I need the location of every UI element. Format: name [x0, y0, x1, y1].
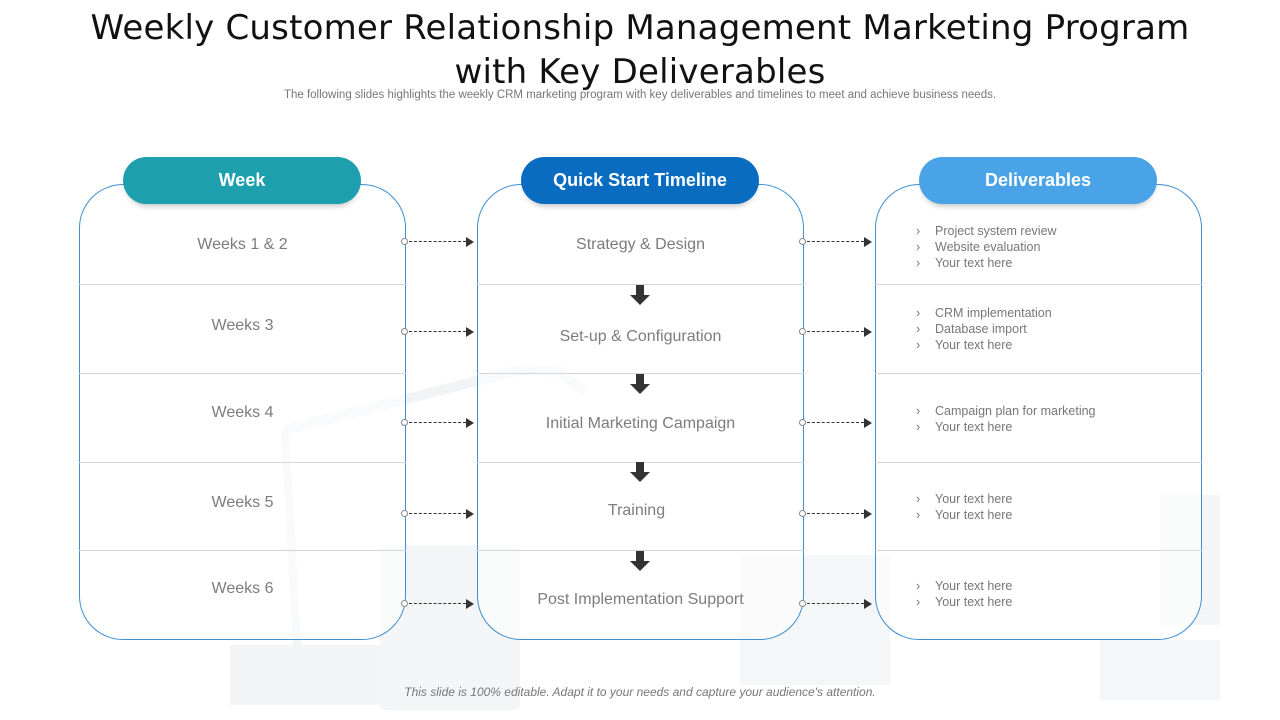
row-divider — [477, 550, 804, 551]
phase-label: Initial Marketing Campaign — [545, 415, 736, 432]
list-item: ›Your text here — [916, 256, 1013, 270]
chevron-right-icon: › — [916, 306, 921, 320]
list-item: ›Your text here — [916, 338, 1013, 352]
row-divider — [477, 284, 804, 285]
week-label: Weeks 5 — [211, 494, 274, 511]
week-header: Week — [123, 157, 361, 204]
week-label: Weeks 4 — [211, 404, 274, 421]
connector-arrow-icon — [401, 509, 474, 519]
phase-label: Post Implementation Support — [537, 591, 744, 608]
deliverables-header: Deliverables — [919, 157, 1157, 204]
week-label: Weeks 3 — [211, 317, 274, 334]
list-item: ›Your text here — [916, 492, 1013, 506]
list-item: ›Your text here — [916, 579, 1013, 593]
page-title: Weekly Customer Relationship Management … — [90, 8, 1190, 92]
week-label: Weeks 6 — [211, 580, 274, 597]
connector-arrow-icon — [401, 418, 474, 428]
deliverables-column — [875, 184, 1202, 640]
deliverables-list: ›Campaign plan for marketing ›Your text … — [914, 403, 1194, 435]
deliverables-list: ›Your text here ›Your text here — [914, 491, 1194, 523]
down-arrow-icon — [630, 285, 650, 307]
chevron-right-icon: › — [916, 240, 921, 254]
deliverables-list: ›CRM implementation ›Database import ›Yo… — [914, 305, 1194, 353]
chevron-right-icon: › — [916, 595, 921, 609]
phase-label: Set-up & Configuration — [559, 328, 722, 345]
row-divider — [477, 373, 804, 374]
connector-arrow-icon — [799, 599, 872, 609]
footer-note: This slide is 100% editable. Adapt it to… — [404, 685, 876, 699]
list-item: ›Campaign plan for marketing — [916, 404, 1096, 418]
row-divider — [79, 462, 406, 463]
phase-label: Strategy & Design — [576, 236, 705, 253]
connector-arrow-icon — [401, 327, 474, 337]
list-item: ›CRM implementation — [916, 306, 1052, 320]
chevron-right-icon: › — [916, 404, 921, 418]
chevron-right-icon: › — [916, 579, 921, 593]
row-divider — [875, 462, 1202, 463]
down-arrow-icon — [630, 374, 650, 396]
row-divider — [79, 550, 406, 551]
list-item: ›Website evaluation — [916, 240, 1041, 254]
row-divider — [875, 550, 1202, 551]
row-divider — [875, 373, 1202, 374]
row-divider — [79, 373, 406, 374]
connector-arrow-icon — [401, 599, 474, 609]
connector-arrow-icon — [401, 237, 474, 247]
row-divider — [875, 284, 1202, 285]
chevron-right-icon: › — [916, 322, 921, 336]
connector-arrow-icon — [799, 509, 872, 519]
chevron-right-icon: › — [916, 338, 921, 352]
list-item: ›Your text here — [916, 420, 1013, 434]
connector-arrow-icon — [799, 418, 872, 428]
phase-label: Training — [607, 502, 666, 519]
list-item: ›Your text here — [916, 508, 1013, 522]
list-item: ›Your text here — [916, 595, 1013, 609]
page-subtitle: The following slides highlights the week… — [283, 89, 997, 101]
timeline-header: Quick Start Timeline — [521, 157, 759, 204]
list-item: ›Project system review — [916, 224, 1057, 238]
chevron-right-icon: › — [916, 420, 921, 434]
chevron-right-icon: › — [916, 508, 921, 522]
chevron-right-icon: › — [916, 256, 921, 270]
week-label: Weeks 1 & 2 — [197, 236, 288, 253]
connector-arrow-icon — [799, 237, 872, 247]
chevron-right-icon: › — [916, 224, 921, 238]
row-divider — [79, 284, 406, 285]
down-arrow-icon — [630, 462, 650, 484]
deliverables-list: ›Your text here ›Your text here — [914, 578, 1194, 610]
down-arrow-icon — [630, 551, 650, 573]
chevron-right-icon: › — [916, 492, 921, 506]
deliverables-list: ›Project system review ›Website evaluati… — [914, 223, 1194, 271]
connector-arrow-icon — [799, 327, 872, 337]
week-column — [79, 184, 406, 640]
list-item: ›Database import — [916, 322, 1027, 336]
